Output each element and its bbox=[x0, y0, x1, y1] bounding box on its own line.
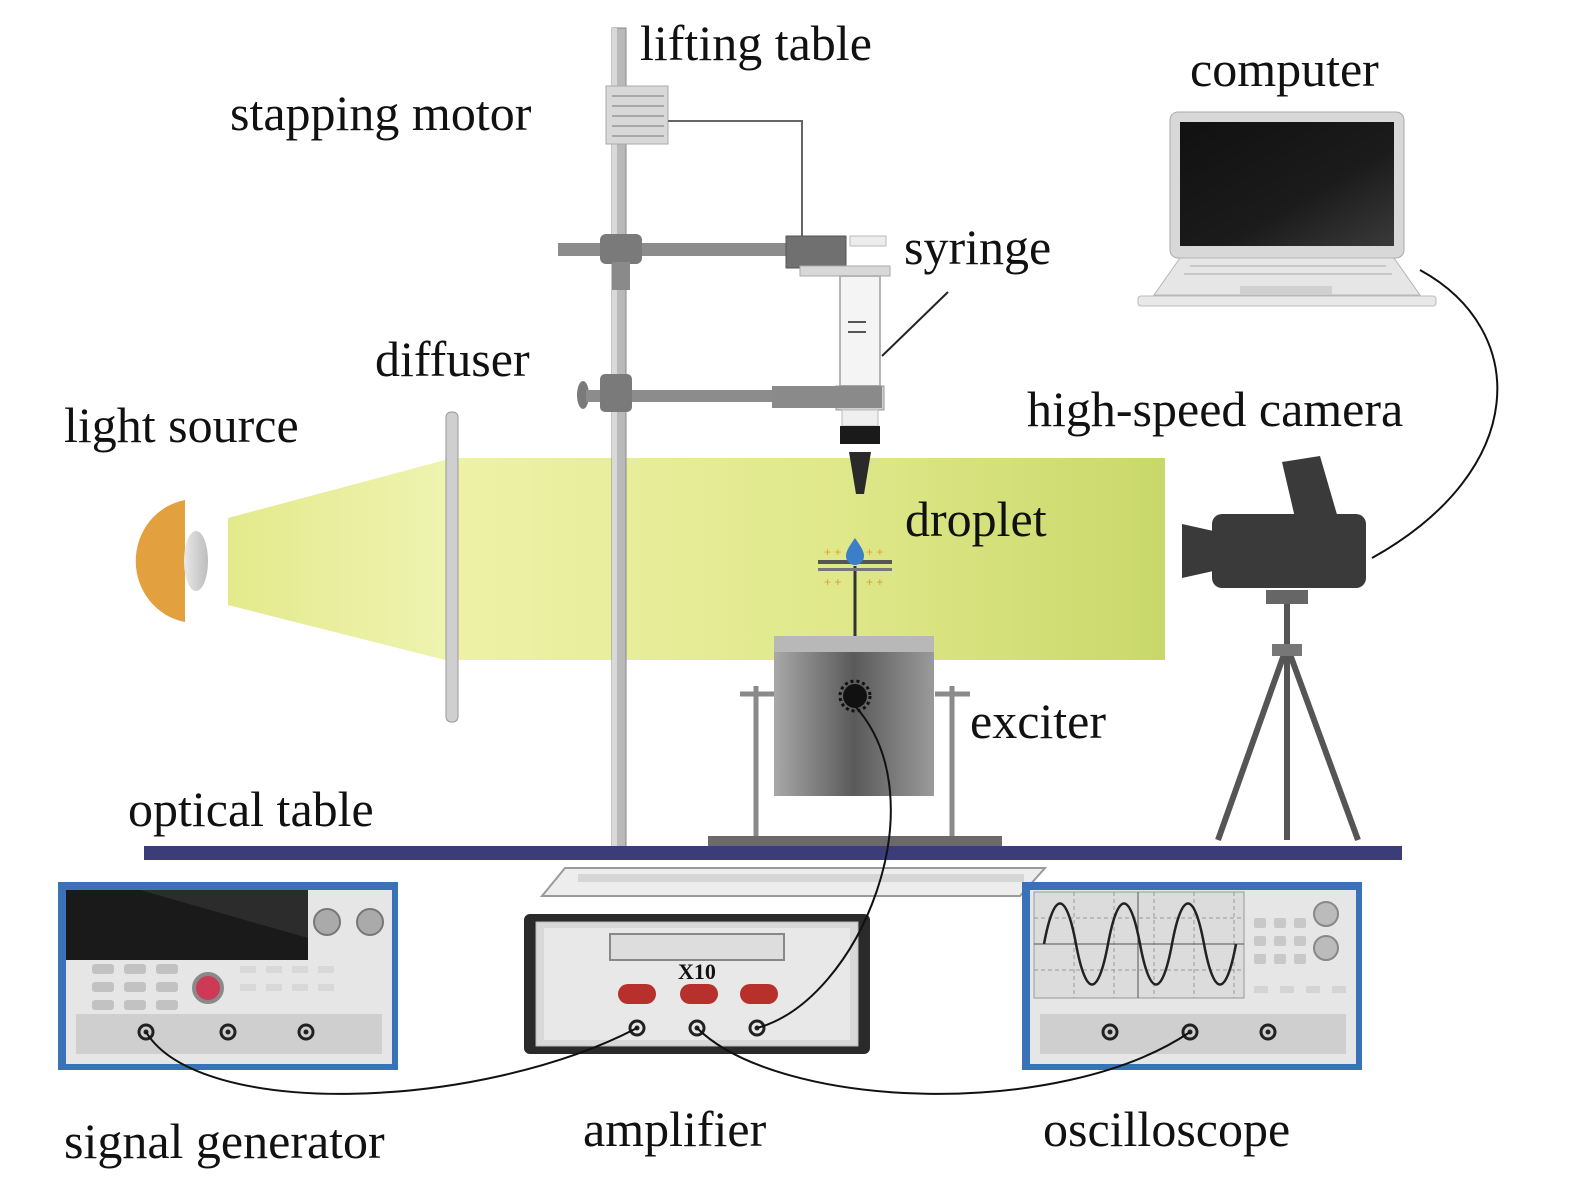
stepping-motor bbox=[605, 85, 669, 145]
lower-clamp-arm bbox=[577, 374, 882, 412]
optical-table bbox=[144, 846, 1402, 897]
label-diffuser: diffuser bbox=[375, 331, 530, 387]
cable-generator-to-amplifier bbox=[145, 1027, 638, 1095]
label-oscilloscope: oscilloscope bbox=[1043, 1101, 1291, 1157]
label-light-source: light source bbox=[64, 397, 299, 453]
label-droplet: droplet bbox=[905, 491, 1047, 547]
light-source-lamp bbox=[135, 500, 208, 622]
label-computer: computer bbox=[1190, 41, 1379, 97]
oscilloscope bbox=[1022, 882, 1362, 1070]
signal-generator bbox=[58, 882, 398, 1070]
label-amplifier: amplifier bbox=[583, 1101, 767, 1157]
amplifier-gain-label: X10 bbox=[678, 959, 716, 984]
lifting-table-pole bbox=[611, 27, 627, 849]
motor-cable bbox=[668, 120, 803, 240]
amplifier bbox=[524, 914, 870, 1054]
connection-cables bbox=[145, 269, 1499, 1095]
svg-text:+ +: + + bbox=[866, 575, 883, 589]
upper-clamp-arm bbox=[558, 234, 847, 290]
camera-tripod bbox=[1215, 590, 1361, 842]
label-exciter: exciter bbox=[970, 693, 1107, 749]
high-speed-camera bbox=[1182, 456, 1366, 588]
label-lifting-table: lifting table bbox=[640, 15, 872, 71]
syringe-pointer bbox=[881, 291, 949, 357]
diffuser-plate bbox=[445, 411, 459, 723]
label-stepping-motor: stapping motor bbox=[230, 85, 532, 141]
svg-text:+ +: + + bbox=[824, 575, 841, 589]
exciter bbox=[708, 636, 1002, 848]
light-beam bbox=[228, 458, 1165, 660]
svg-text:+ +: + + bbox=[866, 545, 883, 559]
label-high-speed-camera: high-speed camera bbox=[1027, 381, 1404, 437]
computer-laptop bbox=[1137, 111, 1437, 307]
label-signal-generator: signal generator bbox=[64, 1113, 385, 1169]
label-optical-table: optical table bbox=[128, 781, 374, 837]
svg-text:+ +: + + bbox=[824, 545, 841, 559]
cable-amplifier-to-oscilloscope bbox=[696, 1027, 1191, 1095]
droplet-icon bbox=[846, 538, 864, 565]
cable-amplifier-to-exciter bbox=[756, 705, 892, 1029]
label-syringe: syringe bbox=[904, 219, 1052, 275]
cable-camera-to-computer bbox=[1371, 269, 1499, 559]
